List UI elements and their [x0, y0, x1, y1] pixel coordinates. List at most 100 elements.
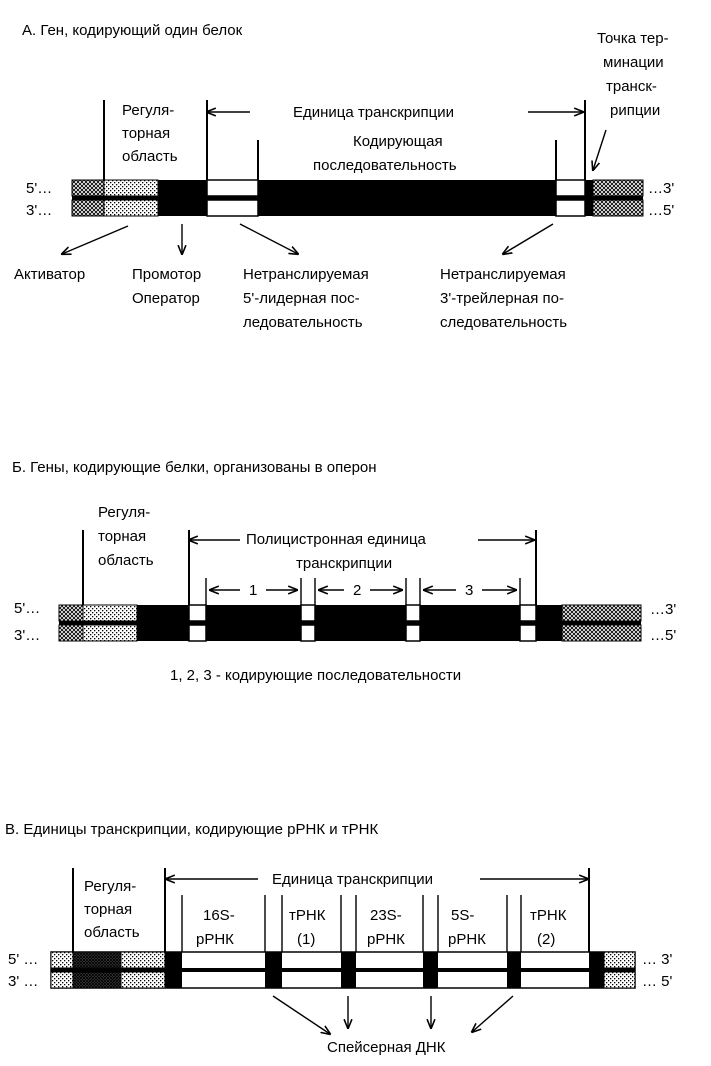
segment [206, 179, 259, 197]
strand-end-label: 5'… [14, 600, 40, 617]
activator-arrow [62, 225, 129, 254]
unit-label: Единица транскрипции [272, 871, 433, 888]
segment [405, 604, 421, 622]
segment [603, 951, 636, 969]
segment [120, 951, 166, 969]
gene-label: 16S- [203, 907, 235, 924]
segment [206, 199, 259, 217]
segment [519, 604, 537, 622]
segment [158, 180, 207, 216]
unit-label: Единица транскрипции [293, 104, 454, 121]
regulatory-line: область [84, 924, 140, 941]
strand-end-label: …3' [648, 180, 674, 197]
section-c-title: В. Единицы транскрипции, кодирующие рРНК… [5, 821, 378, 838]
promoter-label: Промотор [132, 266, 201, 283]
unit-label: транскрипции [296, 555, 392, 572]
gene-label: 2 [353, 582, 361, 599]
termination-line: Точка тер- [597, 30, 669, 47]
regulatory-line: Регуля- [84, 878, 136, 895]
coding-caption: 1, 2, 3 - кодирующие последовательности [170, 667, 461, 684]
segment [555, 179, 586, 197]
termination-line: транск- [606, 78, 657, 95]
strand-end-label: 3'… [26, 202, 52, 219]
section-b: Б. Гены, кодирующие белки, организованы … [12, 459, 676, 684]
section-c: В. Единицы транскрипции, кодирующие рРНК… [5, 821, 673, 1056]
regulatory-line: область [122, 148, 178, 165]
segment [82, 604, 138, 622]
leader-label: ледовательность [243, 314, 363, 331]
segment [58, 604, 84, 622]
gene-label: рРНК [448, 931, 486, 948]
trailer-label: следовательность [440, 314, 567, 331]
segment [585, 180, 593, 216]
segment [188, 624, 207, 642]
segment [405, 624, 421, 642]
operator-label: Оператор [132, 290, 200, 307]
segment [300, 624, 316, 642]
segment [50, 971, 74, 989]
segment [82, 624, 138, 642]
gene-label: 23S- [370, 907, 402, 924]
segment [603, 971, 636, 989]
unit-label: Полицистронная единица [246, 531, 427, 548]
segment [50, 951, 74, 969]
termination-label: Точка тер- минации транск- рипции [597, 30, 669, 119]
strand-end-label: …3' [650, 601, 676, 618]
coding-label: Кодирующая [353, 133, 443, 150]
trailer-arrow [503, 223, 554, 254]
strand-end-label: 3' … [8, 973, 38, 990]
gene-label: рРНК [196, 931, 234, 948]
regulatory-line: область [98, 552, 154, 569]
gene-label: тРНК [530, 907, 567, 924]
segment [207, 196, 258, 200]
strand-end-label: … 3' [642, 951, 673, 968]
spacer-label: Спейсерная ДНК [327, 1039, 446, 1056]
segment [103, 199, 159, 217]
gene-label: 5S- [451, 907, 474, 924]
section-a: А. Ген, кодирующий один белок Точка тер-… [14, 22, 674, 331]
gene-label: (2) [537, 931, 555, 948]
spacer-arrow [272, 995, 330, 1034]
segment [188, 604, 207, 622]
segment [519, 624, 537, 642]
regulatory-line: Регуля- [98, 504, 150, 521]
segment [59, 621, 641, 625]
dna-bar-a [71, 179, 644, 217]
regulatory-line: торная [98, 528, 146, 545]
segment [71, 199, 105, 217]
segment [103, 179, 159, 197]
strand-end-label: … 5' [642, 973, 673, 990]
activator-label: Активатор [14, 266, 85, 283]
regulatory-line: Регуля- [122, 102, 174, 119]
segment [51, 968, 635, 972]
termination-arrow [593, 129, 607, 170]
segment [555, 199, 586, 217]
regulatory-label: Регуля- торная область [122, 102, 178, 165]
gene-label: 3 [465, 582, 473, 599]
termination-line: рипции [610, 102, 660, 119]
strand-end-label: …5' [650, 627, 676, 644]
dna-bar-c [50, 951, 636, 989]
trailer-label: 3'-трейлерная по- [440, 290, 564, 307]
segment [120, 971, 166, 989]
leader-label: 5'-лидерная пос- [243, 290, 360, 307]
segment [592, 179, 644, 197]
gene-label: тРНК [289, 907, 326, 924]
regulatory-line: торная [122, 125, 170, 142]
section-b-title: Б. Гены, кодирующие белки, организованы … [12, 459, 377, 476]
segment [561, 604, 642, 622]
segment [71, 179, 105, 197]
gene-label: 1 [249, 582, 257, 599]
strand-end-label: …5' [648, 202, 674, 219]
leader-label: Нетранслируемая [243, 266, 369, 283]
segment [258, 180, 556, 216]
segment [561, 624, 642, 642]
gene-label: рРНК [367, 931, 405, 948]
gene-label: (1) [297, 931, 315, 948]
segment [592, 199, 644, 217]
coding-label: последовательность [313, 157, 457, 174]
regulatory-line: торная [84, 901, 132, 918]
trailer-label: Нетранслируемая [440, 266, 566, 283]
strand-end-label: 3'… [14, 627, 40, 644]
